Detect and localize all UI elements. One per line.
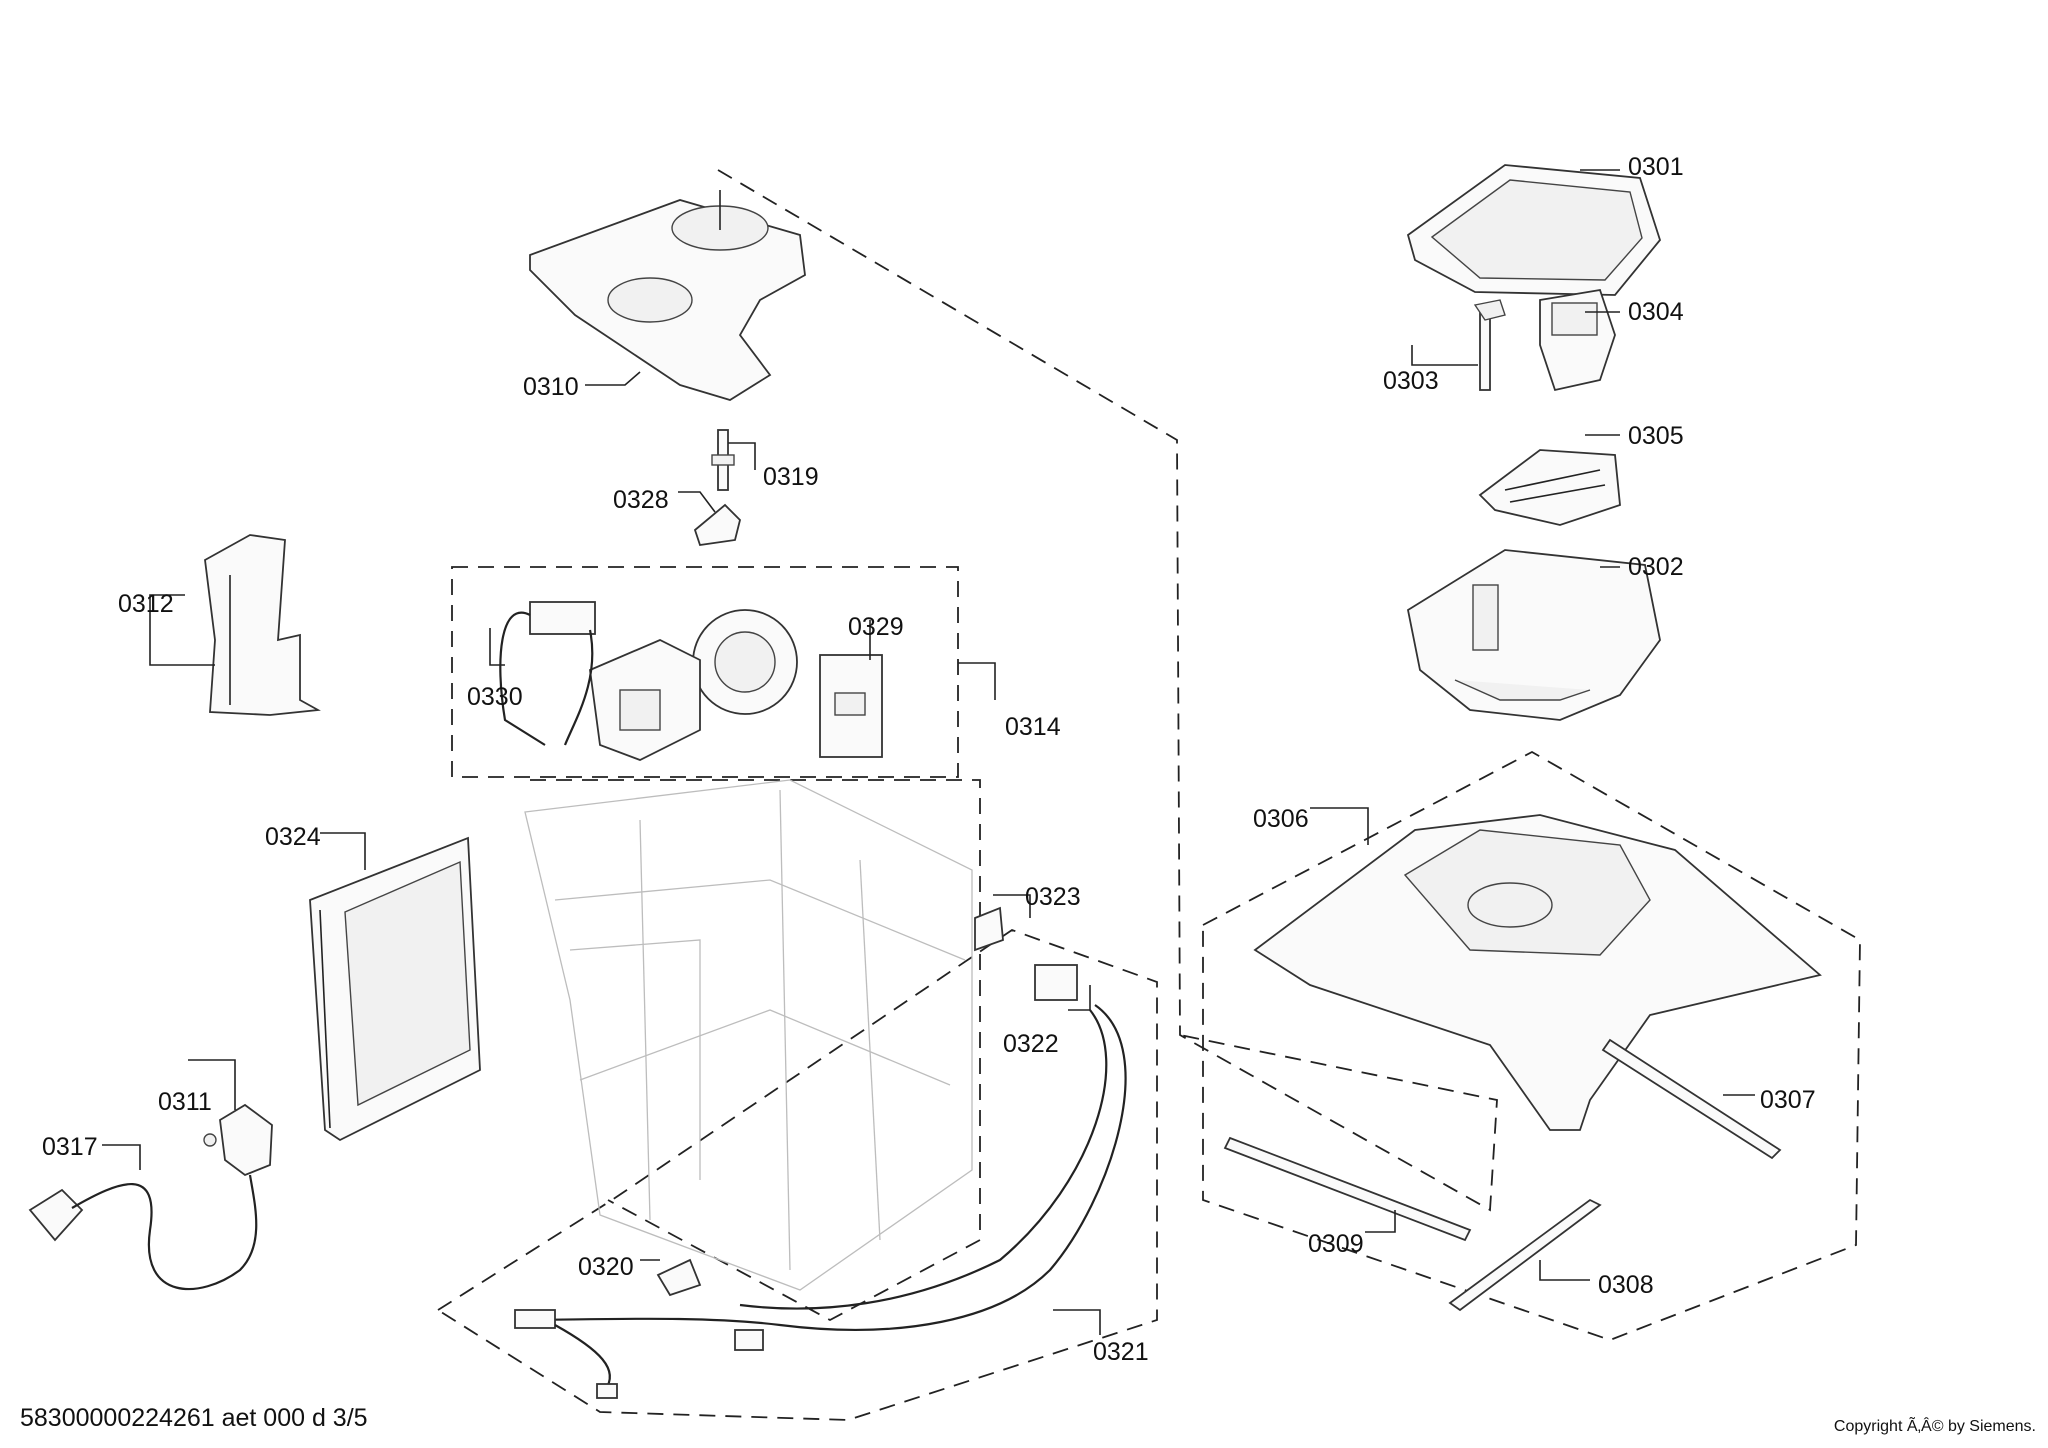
assembly-outline-wiring: [436, 928, 1158, 1421]
label-0322: 0322: [1003, 1030, 1059, 1058]
label-0304: 0304: [1628, 298, 1684, 326]
label-0324: 0324: [265, 823, 321, 851]
part-0320-connector: [656, 1258, 702, 1297]
leader-lines: [102, 169, 1755, 1335]
part-0307-rail: [1601, 1038, 1782, 1160]
assembly-outline-housing: [717, 169, 1498, 1212]
label-0312: 0312: [118, 590, 174, 618]
label-0321: 0321: [1093, 1338, 1149, 1366]
label-0301: 0301: [1628, 153, 1684, 181]
part-0328-clip: [693, 503, 741, 546]
part-0312-duct: [204, 534, 321, 716]
label-0323: 0323: [1025, 883, 1081, 911]
label-0311: 0311: [158, 1088, 212, 1116]
part-0317-power-cord: [28, 1174, 258, 1290]
label-0302: 0302: [1628, 553, 1684, 581]
part-0309-rail: [1223, 1136, 1472, 1242]
label-0307: 0307: [1760, 1086, 1816, 1114]
part-0306-cover: [1253, 814, 1822, 1131]
part-0330-motor-cable: [499, 601, 596, 746]
drawing-code: 58300000224261 aet 000 d 3/5: [20, 1404, 368, 1432]
part-0322-connector: [514, 964, 1127, 1331]
label-0308: 0308: [1598, 1271, 1654, 1299]
label-0303: 0303: [1383, 367, 1439, 395]
label-0317: 0317: [42, 1133, 98, 1161]
part-0321-wiring: [514, 1309, 764, 1399]
part-0308-rod: [1448, 1198, 1602, 1312]
part-0305-grate: [1478, 449, 1621, 526]
assembly-outline-cover: [1202, 750, 1861, 1341]
label-0328: 0328: [613, 486, 669, 514]
part-0310-top-bracket: [529, 190, 806, 401]
copyright-notice: Copyright Ã‚Â© by Siemens.: [1833, 1418, 2036, 1435]
assembly-outline-grinder: [451, 566, 959, 778]
label-0319: 0319: [763, 463, 819, 491]
part-labels: 0301 0304 0303 0305 0302 0306 0307 0308 …: [42, 153, 1816, 1366]
part-0301-lid: [1406, 164, 1662, 296]
assembly-outline-upper-frame: [530, 779, 981, 1322]
part-0314-grinder: [589, 609, 798, 761]
part-0304-box: [1539, 288, 1616, 392]
part-0329-plate: [819, 654, 883, 758]
label-0305: 0305: [1628, 422, 1684, 450]
part-0302-container: [1406, 549, 1661, 721]
label-0309: 0309: [1308, 1230, 1364, 1258]
part-0303-pin: [1473, 299, 1506, 391]
part-0324-circuit-board: [309, 836, 481, 1142]
part-0323-clip: [974, 906, 1004, 952]
label-0314: 0314: [1005, 713, 1061, 741]
machine-frame-ghost: [524, 779, 973, 1291]
label-0329: 0329: [848, 613, 904, 641]
part-0311-bracket: [203, 1103, 273, 1177]
part-0319-pin: [711, 429, 735, 491]
label-0320: 0320: [578, 1253, 634, 1281]
label-0310: 0310: [523, 373, 579, 401]
label-0306: 0306: [1253, 805, 1309, 833]
label-0330: 0330: [467, 683, 523, 711]
